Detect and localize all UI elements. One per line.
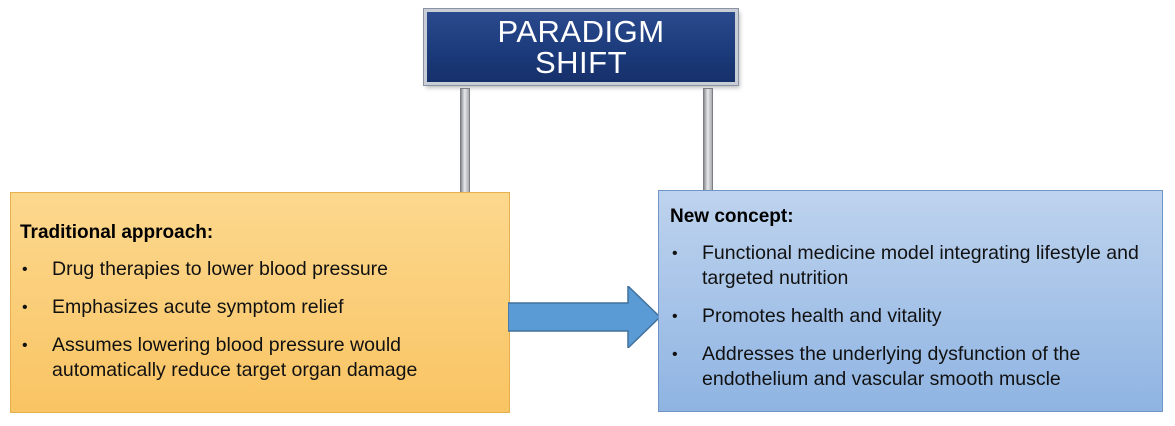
sign-post-right	[703, 88, 713, 198]
list-item: • Assumes lowering blood pressure would a…	[20, 333, 500, 383]
bullet-icon: •	[672, 308, 678, 325]
new-concept-heading: New concept:	[670, 206, 794, 227]
bullet-icon: •	[22, 337, 28, 354]
list-item-text: Promotes health and vitality	[702, 305, 942, 327]
list-item: • Addresses the underlying dysfunction of…	[670, 342, 1156, 392]
sign-title: PARADIGM SHIFT	[497, 14, 665, 80]
bullet-icon: •	[672, 245, 678, 262]
paradigm-shift-sign: PARADIGM SHIFT	[424, 9, 738, 85]
bullet-icon: •	[22, 261, 28, 278]
list-item: • Drug therapies to lower blood pressure	[20, 257, 500, 282]
list-item-text: Assumes lowering blood pressure would au…	[52, 334, 418, 381]
bullet-icon: •	[672, 346, 678, 363]
traditional-heading: Traditional approach:	[20, 222, 214, 243]
list-item-text: Emphasizes acute symptom relief	[52, 296, 344, 318]
sign-post-left	[460, 88, 470, 198]
list-item: • Functional medicine model integrating l…	[670, 241, 1156, 291]
traditional-approach-box: Traditional approach: • Drug therapies to…	[10, 192, 510, 413]
list-item-text: Functional medicine model integrating li…	[702, 242, 1139, 289]
list-item-text: Drug therapies to lower blood pressure	[52, 258, 389, 280]
new-concept-box: New concept: • Functional medicine model …	[658, 190, 1163, 412]
bullet-icon: •	[22, 299, 28, 316]
list-item-text: Addresses the underlying dysfunction of …	[702, 343, 1081, 390]
list-item: • Promotes health and vitality	[670, 304, 1156, 329]
traditional-list: •Drug therapies to lower blood pressure …	[20, 257, 500, 396]
list-item: • Emphasizes acute symptom relief	[20, 295, 500, 320]
right-arrow-icon	[508, 286, 660, 348]
new-concept-list: • Functional medicine model integrating l…	[670, 241, 1156, 405]
